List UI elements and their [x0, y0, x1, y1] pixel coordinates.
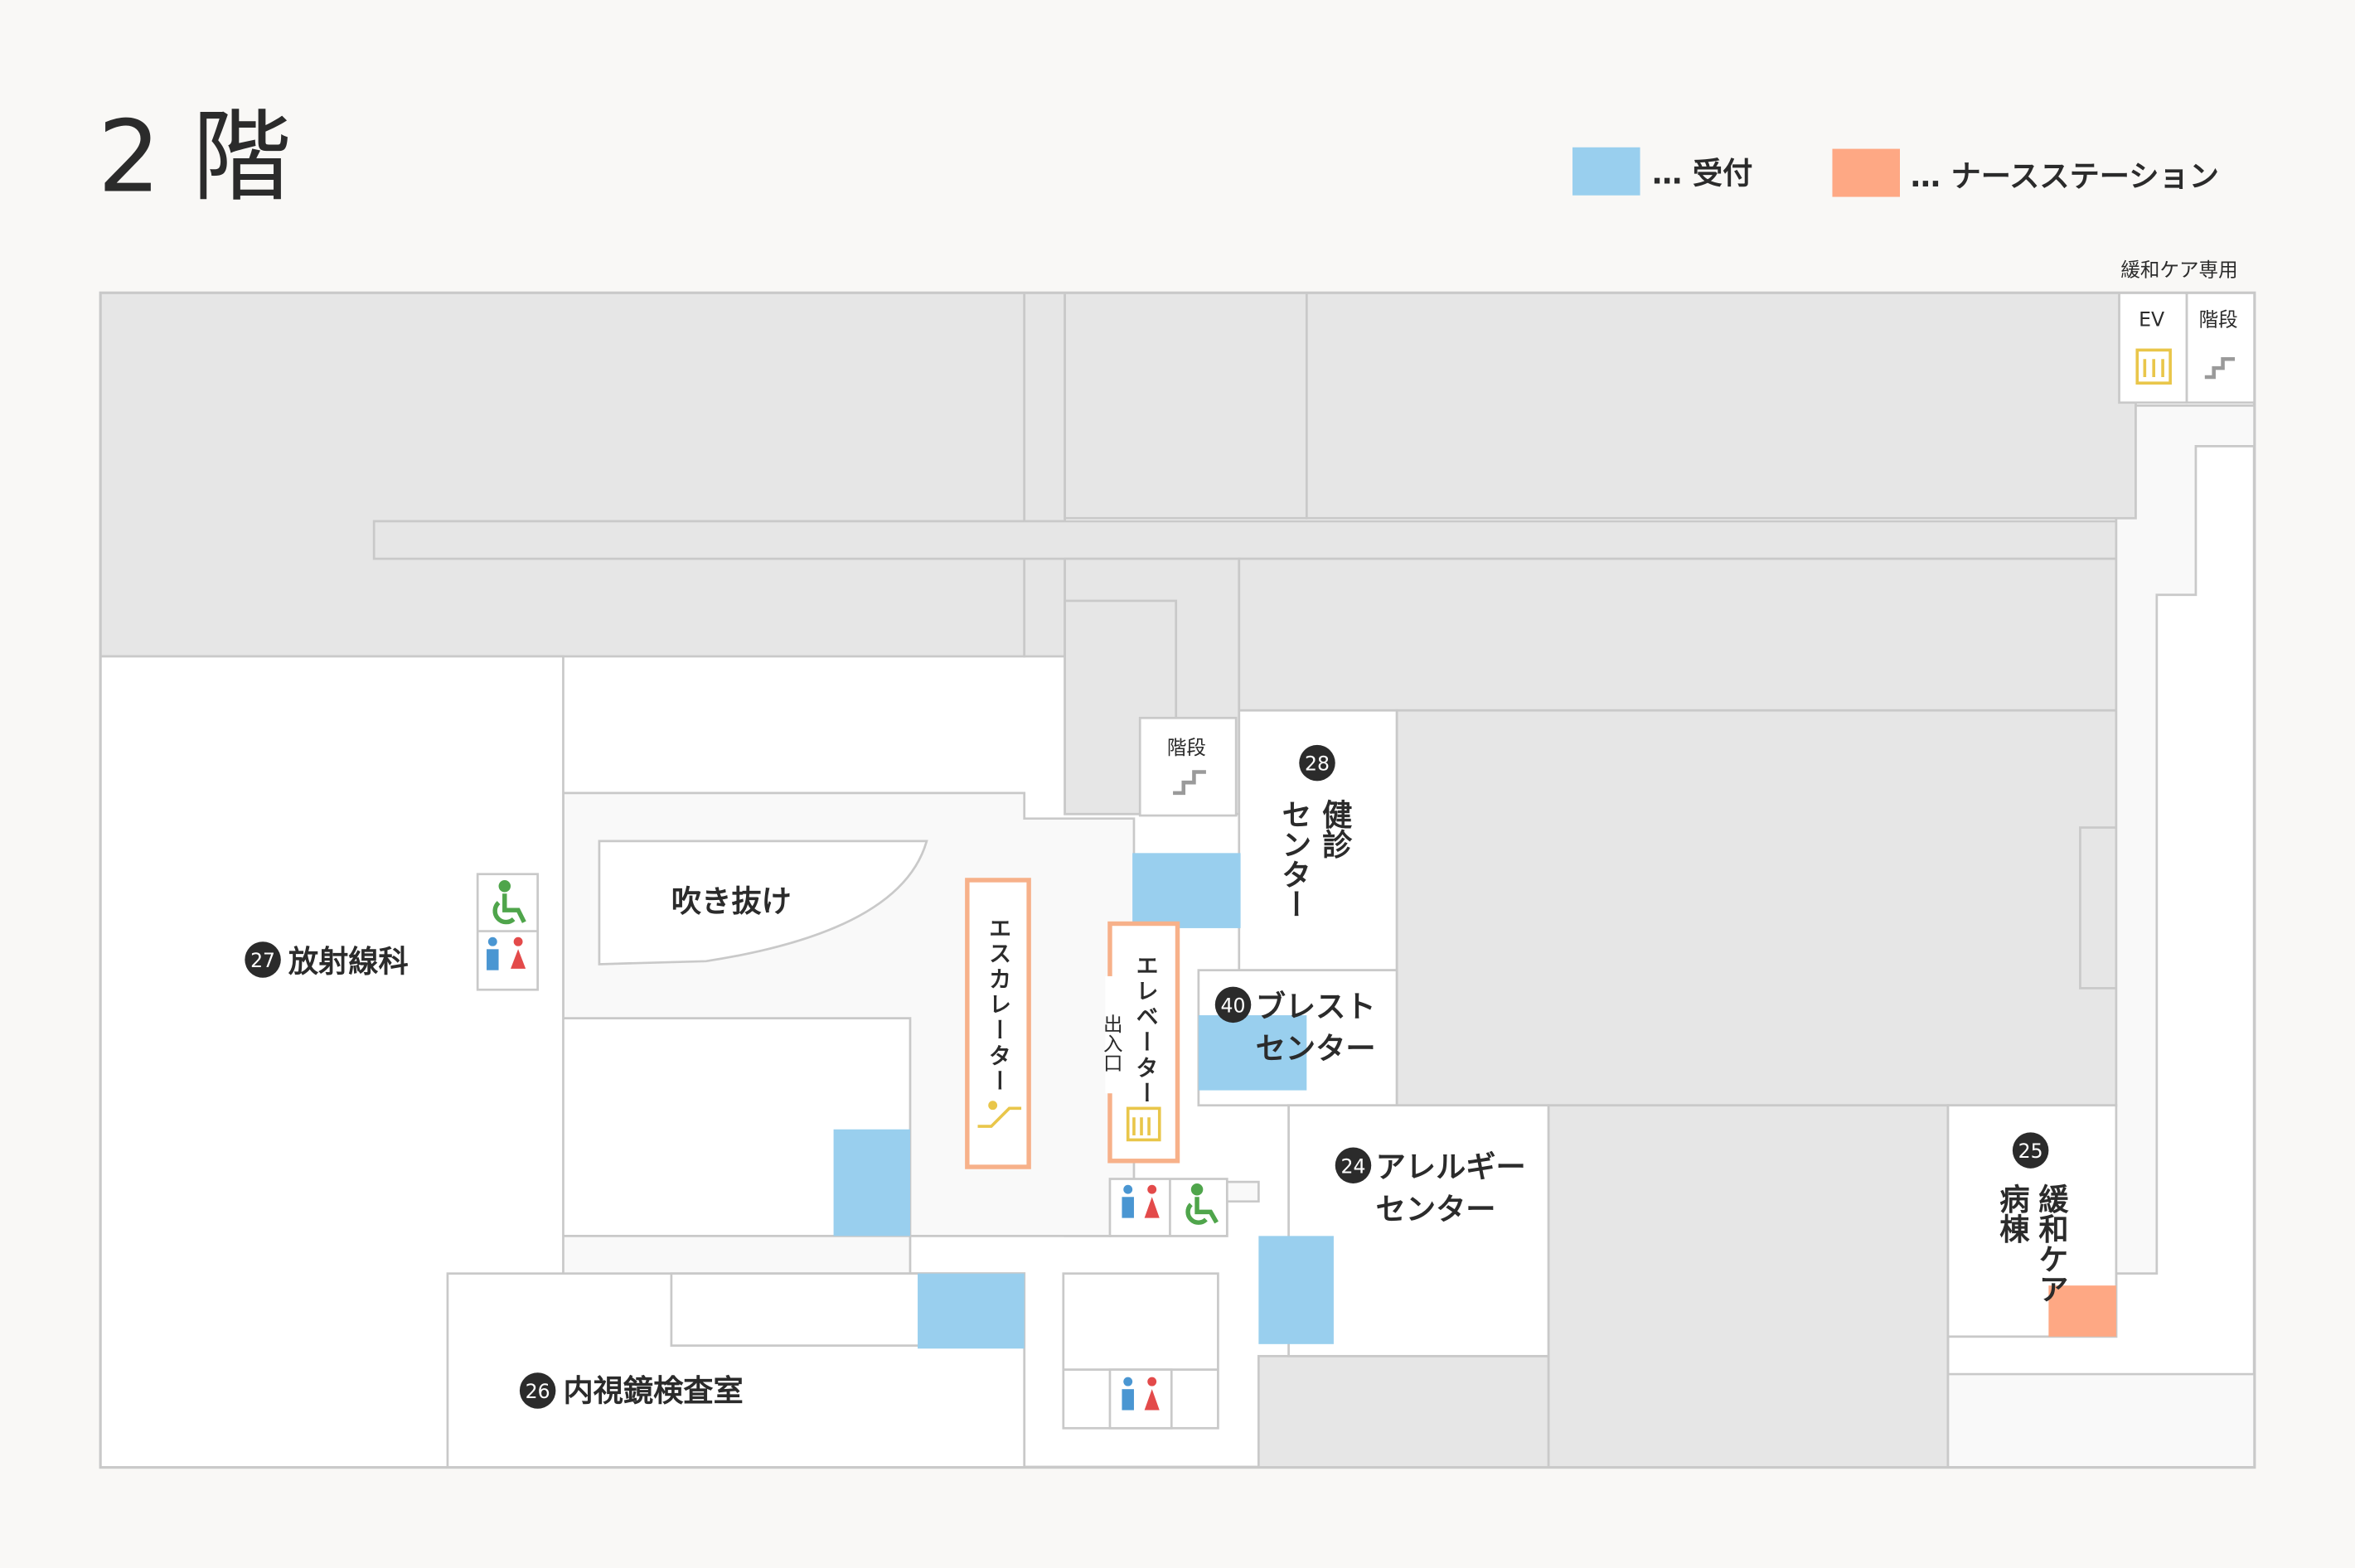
label-allergy-center: 24 アレルギー センター — [1335, 1147, 1526, 1227]
label-radiology: 27 放射線科 — [245, 941, 409, 979]
radiology-name: 放射線科 — [288, 943, 409, 979]
allergy-center-line1: アレルギー — [1376, 1149, 1526, 1185]
allergy-center-number: 24 — [1341, 1154, 1366, 1178]
reception-breast-center — [1198, 1015, 1307, 1091]
atrium-label: 吹き抜け — [671, 883, 792, 919]
stairs-top-label: 階段 — [2199, 307, 2238, 331]
entrance-label: 出入口 — [1100, 1014, 1123, 1072]
room-stairs-mid — [1138, 716, 1238, 817]
closed-area-right-strip — [2079, 826, 2118, 990]
breast-center-line1: ブレスト — [1256, 989, 1376, 1024]
breast-center-number: 40 — [1221, 994, 1246, 1017]
reception-health-center — [1132, 853, 1241, 928]
room-stairs-palliative — [2185, 292, 2256, 404]
health-center-name-col2: センター — [1277, 799, 1312, 919]
reception-radiology — [833, 1129, 910, 1236]
legend: … 受付 … ナースステーション — [1572, 147, 2219, 197]
closed-area-top-left — [99, 292, 1026, 658]
palliative-ward-number: 25 — [2018, 1140, 2043, 1163]
radiology-number: 27 — [250, 949, 275, 972]
toilet-center — [1108, 1178, 1228, 1237]
legend-nurse-swatch — [1832, 148, 1901, 197]
toilet-radiology — [476, 873, 540, 991]
closed-area-top-mid — [1064, 292, 1308, 520]
palliative-ward-name-col1: 緩和ケア — [2034, 1183, 2070, 1304]
toilet-lower — [1108, 1368, 1173, 1430]
closed-area-right-large — [1395, 709, 2118, 1107]
endoscopy-name: 内視鏡検査室 — [563, 1373, 743, 1409]
reception-allergy — [1258, 1236, 1334, 1344]
floor-title: 2 階 — [98, 99, 292, 215]
elevator-icon — [1126, 1106, 1161, 1142]
reception-endoscopy — [918, 1273, 1025, 1349]
ev-label: EV — [2139, 307, 2164, 331]
palliative-only-label: 緩和ケア専用 — [2120, 259, 2237, 282]
endoscopy-number: 26 — [526, 1380, 550, 1403]
entrance-marker — [1105, 975, 1118, 1094]
health-center-name-col1: 健診 — [1317, 799, 1353, 859]
stairs-icon — [2204, 356, 2236, 380]
breast-center-line2: センター — [1256, 1031, 1376, 1067]
closed-area-top-corridor-left — [1023, 292, 1066, 658]
reception-blocks — [833, 853, 1334, 1349]
closed-area-lower-right — [1547, 1104, 1950, 1469]
toilet-icon — [1122, 1377, 1160, 1411]
escalator-icon — [977, 1101, 1022, 1128]
label-health-center: 28 健診 センター — [1277, 744, 1353, 919]
stairs-mid-label: 階段 — [1167, 736, 1206, 759]
legend-reception-swatch — [1572, 147, 1640, 196]
elevator-label: エレベーター — [1131, 954, 1158, 1107]
label-breast-center: 40 ブレスト センター — [1214, 986, 1376, 1067]
health-center-number: 28 — [1305, 753, 1330, 776]
escalator-label: エスカレーター — [985, 916, 1011, 1095]
stairs-icon — [1173, 770, 1206, 796]
closed-area-right-block — [1238, 557, 2118, 712]
closed-areas — [99, 292, 2137, 1469]
closed-area-lower-mid — [1257, 1354, 1550, 1469]
legend-reception-label: … 受付 — [1652, 155, 1752, 191]
atrium-void — [598, 840, 928, 965]
wheelchair-icon — [1185, 1183, 1219, 1225]
toilet-icon — [1122, 1184, 1160, 1218]
label-endoscopy: 26 内視鏡検査室 — [519, 1372, 744, 1409]
closed-area-top-right — [1305, 292, 2137, 520]
toilet-icon — [487, 936, 526, 970]
wheelchair-icon — [492, 879, 526, 925]
closed-area-hall-strip — [372, 520, 2118, 560]
elevator-icon — [2135, 348, 2172, 385]
allergy-center-line2: センター — [1376, 1191, 1496, 1227]
nurse-station-palliative — [2048, 1285, 2116, 1337]
legend-nurse-label: … ナースステーション — [1911, 158, 2219, 194]
palliative-ward-name-col2: 病棟 — [1994, 1183, 2030, 1244]
label-palliative-ward: 25 緩和ケア 病棟 — [1994, 1132, 2070, 1304]
